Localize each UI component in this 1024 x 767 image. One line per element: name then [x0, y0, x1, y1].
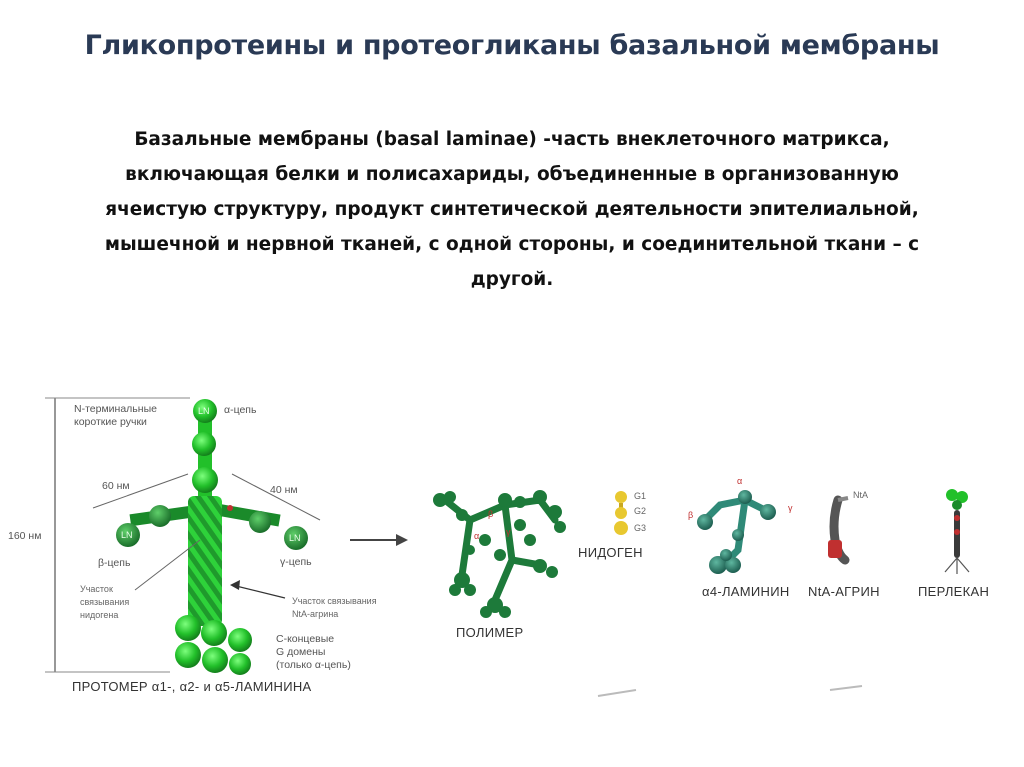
laminin-diagram: 160 нм 60 нм 40 нм LN LN LN N-терм: [8, 397, 989, 697]
agrin-binding-dot: [227, 505, 233, 511]
gamma-globule: [249, 511, 271, 533]
agrin-site-pointer: [231, 584, 286, 599]
protomer-caption: ПРОТОМЕР α1-, α2- и α5-ЛАМИНИНА: [72, 679, 312, 694]
agrin-nta-domain: [828, 540, 842, 558]
g-domain-2: [201, 620, 227, 646]
polymer-caption: ПОЛИМЕР: [456, 625, 523, 640]
g-domain-1: [175, 615, 201, 641]
nidogen-g1-label: G1: [634, 491, 646, 501]
paragraph-line: другой.: [470, 269, 554, 290]
alpha-ln-domain: [193, 399, 217, 423]
c-terminal-label-2: G домены: [276, 646, 325, 658]
baseline-fragment: [829, 685, 863, 691]
nidogen-caption: НИДОГЕН: [578, 545, 643, 560]
body-paragraph: Базальные мембраны (basal laminae) -част…: [40, 122, 984, 297]
laminin4-beta-label: β: [688, 510, 693, 520]
paragraph-line: включающая белки и полисахариды, объедин…: [125, 164, 899, 185]
paragraph-line: ячеистую структуру, продукт синтетическо…: [105, 199, 919, 220]
gamma-ln-label: LN: [289, 533, 301, 543]
dim-60-line: [92, 473, 189, 509]
nidogen-figure: G1 G2 G3: [614, 491, 646, 535]
agrin-site-label: Участок связывания: [292, 596, 377, 606]
polymer-gamma-label: γ: [506, 527, 511, 537]
dim-40-line: [231, 473, 321, 521]
polymer-figure: α β γ: [433, 490, 566, 618]
dim-60-label: 60 нм: [102, 480, 130, 492]
protomer-figure: 160 нм 60 нм 40 нм LN LN LN N-терм: [8, 397, 377, 694]
laminin4-gamma-label: γ: [788, 503, 793, 513]
slide-title: Гликопротеины и протеогликаны базальной …: [84, 30, 940, 61]
alpha-globule-1: [192, 432, 216, 456]
laminin4-figure: α β γ: [688, 476, 793, 574]
nidogen-site-label-3: нидогена: [80, 610, 118, 620]
nidogen-g2: [615, 507, 627, 519]
nidogen-site-label-2: связывания: [80, 597, 129, 607]
gamma-chain-label: γ-цепь: [280, 556, 312, 568]
g-domain-5: [202, 647, 228, 673]
perlecan-caption: ПЕРЛЕКАН: [918, 584, 989, 599]
alpha-ln-label: LN: [198, 406, 210, 416]
beta-globule: [149, 505, 171, 527]
c-terminal-label-3: (только α-цепь): [276, 659, 351, 671]
g-domain-4: [175, 642, 201, 668]
polymer-alpha-label: α: [474, 531, 479, 541]
perlecan-figure: [944, 489, 970, 574]
beta-chain-label: β-цепь: [98, 557, 131, 569]
beta-ln-label: LN: [121, 530, 133, 540]
paragraph-line: Базальные мембраны (basal laminae) -част…: [134, 129, 890, 150]
agrin-site-arrowhead: [230, 580, 240, 590]
arrow-to-polymer-head: [396, 534, 408, 546]
coiled-coil-long-arm: [188, 496, 222, 626]
nidogen-g2-label: G2: [634, 506, 646, 516]
beta-ln-domain: [116, 523, 140, 547]
agrin-nta-label: NtA: [853, 490, 868, 500]
agrin-site-label-2: NtA-агрина: [292, 609, 338, 619]
g-domain-3: [228, 628, 252, 652]
agrin-figure: NtA: [828, 490, 868, 565]
dim-160-label: 160 нм: [8, 530, 41, 542]
nidogen-g3-label: G3: [634, 523, 646, 533]
paragraph-line: мышечной и нервной тканей, с одной сторо…: [104, 234, 920, 255]
dim-40-label: 40 нм: [270, 484, 298, 496]
gamma-ln-domain: [284, 526, 308, 550]
nidogen-site-pointer: [134, 539, 201, 591]
n-terminal-label: N-терминальные: [74, 403, 157, 415]
nidogen-g3: [614, 521, 628, 535]
laminin4-caption: α4-ЛАМИНИН: [702, 584, 790, 599]
c-terminal-label: С-концевые: [276, 633, 334, 645]
agrin-caption: NtA-АГРИН: [808, 584, 880, 599]
g-domain-6: [229, 653, 251, 675]
alpha-chain-label: α-цепь: [224, 404, 257, 416]
baseline-fragment: [597, 689, 637, 697]
alpha-globule-2: [192, 467, 218, 493]
polymer-beta-label: β: [488, 509, 493, 519]
nidogen-site-label: Участок: [80, 584, 113, 594]
nidogen-g1: [615, 491, 627, 503]
laminin4-alpha-label: α: [737, 476, 742, 486]
n-terminal-label-2: короткие ручки: [74, 416, 147, 428]
